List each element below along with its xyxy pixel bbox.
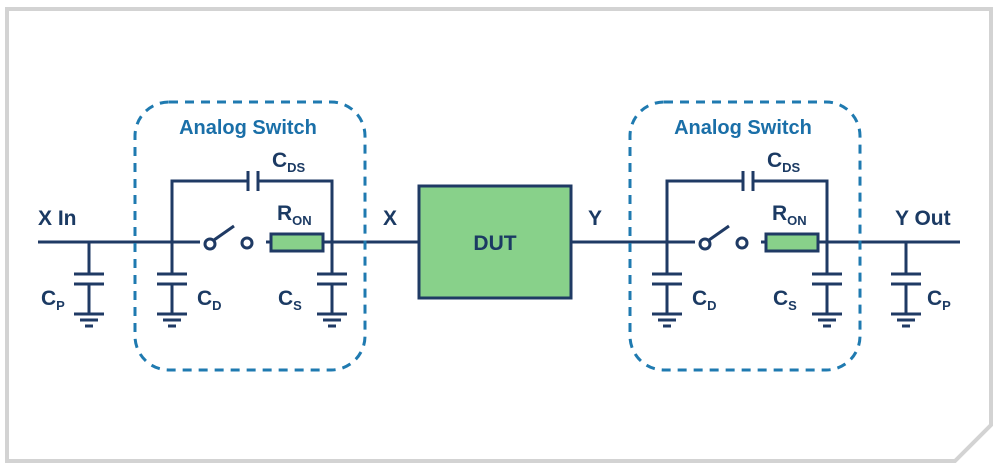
cs-label: CS [773, 287, 797, 313]
switch-title: Analog Switch [674, 117, 812, 139]
dut-box [417, 184, 573, 300]
switch-contact [698, 237, 712, 251]
node-x-label: X [383, 207, 397, 230]
analog-switch-right: Analog Switch CDS RON CD CS [628, 100, 862, 372]
y-out-label: Y Out [895, 207, 951, 230]
cp-right-label: CP [927, 287, 951, 313]
cs-label: CS [278, 287, 302, 313]
cd-label: CD [197, 287, 222, 313]
switch-boundary [133, 100, 367, 372]
cp-right-capacitor: CP [891, 242, 951, 328]
switch-contact [735, 236, 749, 250]
node-y-label: Y [588, 207, 602, 230]
switch-contact [240, 236, 254, 250]
ron-label: RON [772, 202, 807, 228]
cp-left-capacitor: CP [41, 242, 104, 328]
ron-label: RON [277, 202, 312, 228]
cd-label: CD [692, 287, 717, 313]
switch-contact [203, 237, 217, 251]
dut-block: DUT [417, 184, 573, 300]
switch-blade [213, 224, 235, 242]
analog-switch-left: Analog Switch CDS RON CD CS [133, 100, 367, 372]
x-in-label: X In [38, 207, 77, 230]
dut-label: DUT [473, 232, 516, 255]
cds-label: CDS [767, 149, 801, 175]
ron-resistor [764, 232, 820, 253]
diagram-frame [5, 7, 993, 463]
cds-label: CDS [272, 149, 306, 175]
switch-title: Analog Switch [179, 117, 317, 139]
ron-resistor [269, 232, 325, 253]
switch-boundary [628, 100, 862, 372]
switch-blade [708, 224, 730, 242]
cp-left-label: CP [41, 287, 65, 313]
